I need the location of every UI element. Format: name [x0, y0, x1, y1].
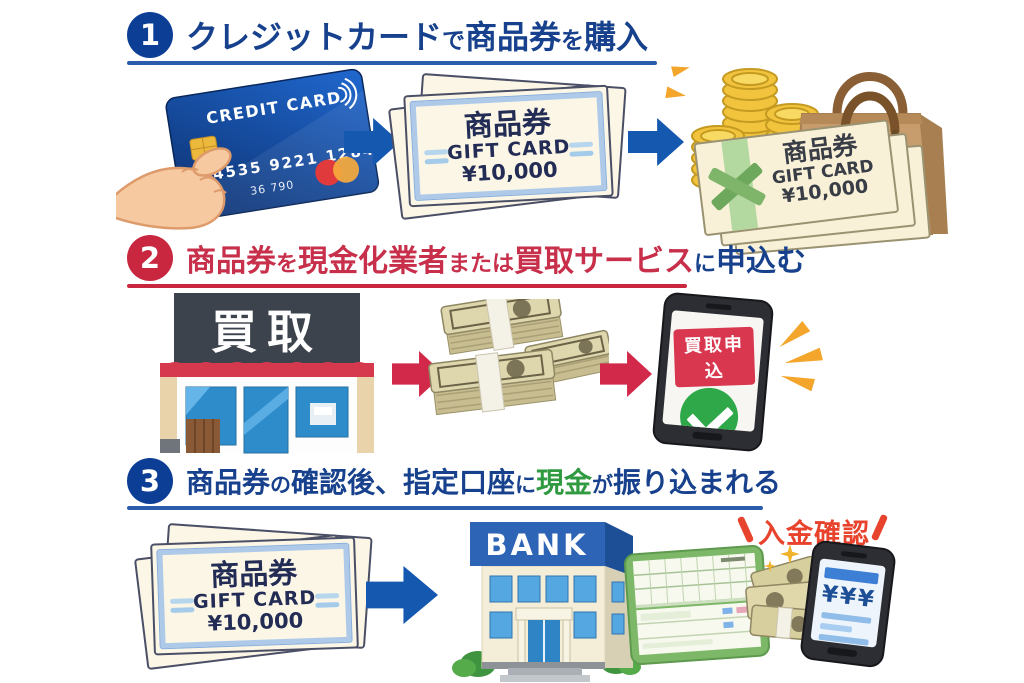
step3-title-seg: 確認後、指定口座 — [291, 466, 516, 499]
step3-title-seg: に — [515, 473, 537, 497]
bank-sign — [470, 522, 605, 566]
emphasis-slash-icon — [736, 515, 755, 544]
text-line — [818, 634, 869, 647]
gift-card-face: 商品券 GIFT CARD ¥10,000 — [754, 128, 891, 210]
banking-phone: ¥¥¥ — [799, 539, 897, 669]
cash-bundles — [428, 299, 609, 416]
hand — [116, 147, 232, 230]
step1-title-seg: で — [442, 28, 466, 54]
step2-underline — [127, 284, 687, 288]
step3-title: 商品券の確認後、指定口座に現金が振り込まれる — [186, 461, 781, 501]
step3-number-badge: 3 — [127, 458, 173, 504]
bank-passbook — [624, 544, 770, 666]
gift-card-amount: ¥10,000 — [461, 157, 559, 187]
step1-header: 1 クレジットカードで商品券を購入 — [127, 12, 648, 58]
step1-underline — [127, 61, 657, 65]
step3-underline — [127, 506, 763, 510]
step3-title-seg: 現金 — [536, 466, 593, 499]
gift-card-stack: 商品券 GIFT CARD ¥10,000 — [133, 522, 382, 671]
text-line — [821, 612, 872, 625]
bank-sign-text: BANK — [485, 528, 588, 562]
step2-number: 2 — [139, 241, 161, 275]
step2-title-seg: に — [694, 252, 717, 277]
step2-title-seg: を — [276, 252, 299, 277]
step1-title: クレジットカードで商品券を購入 — [186, 12, 648, 58]
step3-title-seg: 振り込まれる — [613, 466, 782, 499]
emphasis-line-icon — [776, 321, 811, 352]
gift-card-face: 商品券 GIFT CARD ¥10,000 — [156, 542, 353, 650]
step2-title: 商品券を現金化業者または買取サービスに申込む — [186, 236, 806, 280]
check-icon — [677, 385, 741, 432]
step3-title-seg: が — [592, 473, 614, 497]
banking-phone-screen: ¥¥¥ — [810, 558, 886, 648]
step2-title-seg: 商品券 — [186, 244, 276, 279]
emphasis-line-icon — [783, 348, 823, 370]
arrow-right-icon — [628, 118, 684, 166]
step3-title-seg: 商品券 — [186, 466, 271, 499]
shop-signboard — [174, 293, 360, 365]
emphasis-slash-icon — [870, 513, 889, 542]
step3-title-seg: の — [270, 473, 292, 497]
step1-title-seg: クレジットカード — [186, 18, 443, 56]
step1-title-seg: 購入 — [584, 18, 649, 56]
step3-header: 3 商品券の確認後、指定口座に現金が振り込まれる — [127, 458, 781, 504]
step1-title-seg: 商品券 — [465, 18, 562, 56]
gift-card-amount: ¥10,000 — [207, 607, 304, 636]
step1-title-seg: を — [561, 28, 585, 54]
step1-number: 1 — [139, 18, 161, 52]
bank-building: BANK — [452, 522, 641, 682]
step2-header: 2 商品券を現金化業者または買取サービスに申込む — [127, 235, 806, 281]
step2-number-badge: 2 — [127, 235, 173, 281]
cash-bundle — [440, 299, 564, 355]
kaitori-shop: 買取 — [160, 293, 374, 454]
text-line — [819, 623, 853, 633]
step3-number: 3 — [139, 464, 161, 498]
step2-title-seg: または — [448, 252, 515, 277]
shop-sign-text: 買取 — [211, 305, 323, 359]
gift-card: 商品券 GIFT CARD ¥10,000 — [403, 84, 614, 208]
balance-amount: ¥¥¥ — [820, 580, 878, 614]
bank-windows — [489, 575, 625, 639]
step2-title-seg: 申込む — [716, 244, 807, 279]
shop-windows — [185, 386, 349, 454]
step1-number-badge: 1 — [127, 12, 173, 58]
entrance-awning — [515, 607, 573, 621]
step2-title-seg: 現金化業者 — [298, 244, 449, 279]
gift-card-stack: 商品券 GIFT CARD ¥10,000 — [387, 72, 636, 221]
step2-title-seg: 買取サービス — [514, 244, 695, 279]
apply-phone: 買取申込 — [651, 291, 775, 453]
gift-card-face: 商品券 GIFT CARD ¥10,000 — [409, 90, 608, 202]
apply-badge: 買取申込 — [673, 326, 756, 388]
contactless-icon — [338, 77, 358, 110]
gift-card: 商品券 GIFT CARD ¥10,000 — [150, 536, 359, 656]
apply-phone-screen: 買取申込 — [662, 310, 764, 432]
cash-bundle — [428, 348, 557, 416]
gift-card-name: 商品券 — [209, 555, 298, 593]
emphasis-line-icon — [779, 370, 815, 392]
